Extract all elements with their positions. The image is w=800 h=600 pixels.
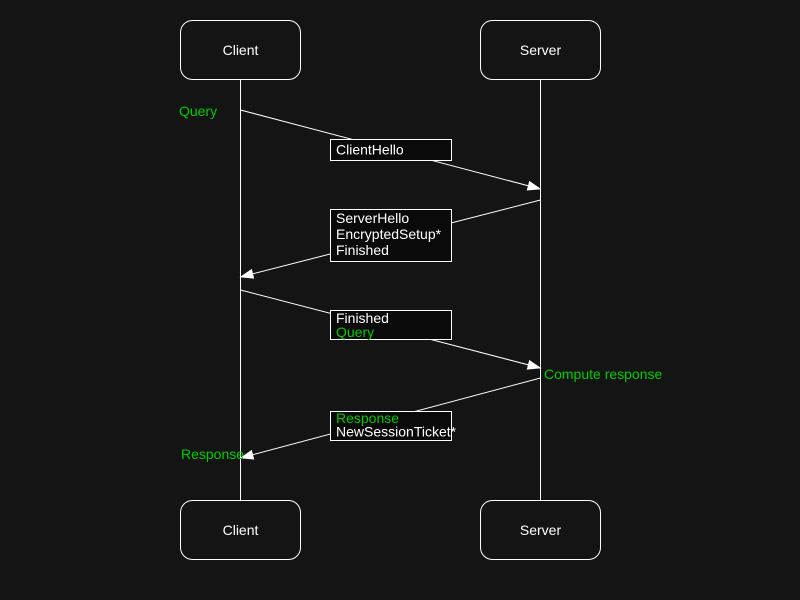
actor-box-client-top [180,20,301,80]
annotation-query: Query [179,103,217,119]
message-line: ClientHello [336,142,404,158]
message-line: Response [336,410,399,426]
actor-box-server-top [480,20,601,80]
message-label-box [330,310,452,340]
actor-label-client-bottom: Client [223,522,259,538]
message-line: NewSessionTicket* [336,424,457,440]
actor-box-server-bottom [480,500,601,560]
message-line: EncryptedSetup* [336,226,442,242]
actor-label-server-bottom: Server [520,522,562,538]
annotation-compute-response: Compute response [544,366,663,382]
message-label-box [330,139,452,161]
message-line: Finished [336,242,389,258]
message-label-box [330,209,452,262]
actor-label-server-top: Server [520,42,562,58]
message-line: ServerHello [336,210,409,226]
message-line: Query [336,324,374,340]
message-label-box [330,411,452,441]
message-line: Finished [336,310,389,326]
actor-box-client-bottom [180,500,301,560]
annotation-response: Response [181,446,244,462]
actor-label-client-top: Client [223,42,259,58]
